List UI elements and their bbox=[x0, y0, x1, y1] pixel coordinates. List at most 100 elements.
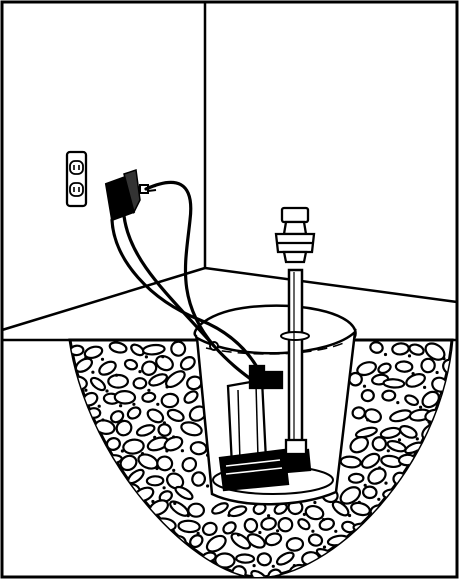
gravel-speck bbox=[397, 438, 402, 442]
gravel-speck bbox=[321, 518, 326, 522]
gravel-speck bbox=[153, 435, 157, 439]
gravel-stone bbox=[98, 360, 117, 376]
gravel-speck bbox=[313, 500, 317, 505]
gravel-speck bbox=[120, 449, 124, 453]
gravel-stone bbox=[189, 441, 208, 456]
gravel-speck bbox=[415, 437, 419, 441]
gravel-stone bbox=[246, 533, 266, 549]
gravel-speck bbox=[236, 533, 241, 537]
water-line bbox=[205, 341, 347, 355]
gravel-speck bbox=[161, 355, 165, 359]
sump-pump-icon bbox=[218, 364, 312, 492]
pump-shading bbox=[237, 389, 241, 463]
gravel-stone bbox=[354, 426, 378, 439]
valve-top-nut bbox=[280, 206, 310, 224]
gravel-speck bbox=[105, 389, 109, 393]
gravel-stone bbox=[123, 358, 139, 371]
gravel-speck bbox=[97, 404, 101, 408]
gravel-stone bbox=[260, 516, 277, 531]
gravel-speck bbox=[172, 435, 176, 439]
check-valve-icon bbox=[274, 206, 316, 264]
gravel-speck bbox=[151, 499, 155, 504]
gravel-stone bbox=[339, 486, 362, 505]
gravel-stone bbox=[201, 521, 218, 537]
gravel-stone bbox=[83, 345, 104, 360]
gravel-stone bbox=[369, 341, 384, 354]
gravel-speck bbox=[362, 384, 367, 388]
gravel-stone bbox=[275, 551, 295, 566]
gravel-speck bbox=[442, 357, 446, 361]
gravel-stone bbox=[449, 345, 452, 357]
cord-pump bbox=[110, 218, 264, 378]
gravel-stone bbox=[382, 378, 406, 389]
gravel-speck bbox=[383, 352, 388, 357]
gravel-stone bbox=[377, 362, 392, 375]
gravel-stone bbox=[146, 408, 165, 424]
gravel-speck bbox=[140, 452, 145, 456]
gravel-speck bbox=[258, 530, 262, 535]
valve-neck bbox=[282, 220, 308, 236]
gravel-stone bbox=[187, 502, 206, 518]
gravel-speck bbox=[407, 354, 412, 358]
gravel-speck bbox=[165, 449, 169, 453]
gravel-stone bbox=[318, 517, 335, 531]
gravel-stone bbox=[74, 357, 94, 373]
gravel-stone bbox=[230, 532, 252, 550]
gravel-speck bbox=[180, 449, 184, 453]
gravel-stone bbox=[189, 534, 204, 549]
gravel-speck bbox=[119, 404, 123, 408]
gravel-stone bbox=[381, 389, 397, 402]
gravel-stone bbox=[157, 423, 172, 437]
gravel-speck bbox=[334, 529, 338, 533]
gravel-speck bbox=[378, 466, 382, 470]
cord-float bbox=[122, 214, 254, 382]
gravel-stone bbox=[141, 343, 166, 356]
gravel-speck bbox=[91, 370, 95, 374]
gravel-stone bbox=[163, 435, 184, 452]
gravel-stone bbox=[148, 373, 168, 387]
gravel-stone bbox=[89, 376, 107, 392]
gravel-stone bbox=[264, 532, 283, 547]
gravel-speck bbox=[173, 501, 177, 505]
gravel-speck bbox=[206, 484, 210, 488]
gravel-stone bbox=[307, 533, 324, 547]
gravel-stone bbox=[391, 342, 410, 356]
gravel-speck bbox=[427, 420, 431, 424]
gravel-stone bbox=[183, 390, 199, 404]
gravel-stone bbox=[331, 500, 350, 517]
gravel-speck bbox=[114, 373, 119, 377]
gravel-speck bbox=[423, 385, 427, 389]
gravel-speck bbox=[271, 564, 275, 568]
gravel-stone bbox=[360, 388, 375, 403]
left-floor-edge bbox=[1, 266, 206, 332]
gravel-speck bbox=[377, 497, 381, 501]
gravel-stone bbox=[347, 472, 365, 484]
gravel-stone bbox=[158, 490, 173, 503]
gravel-speck bbox=[411, 372, 415, 376]
gravel-stone bbox=[304, 504, 325, 521]
gravel-stone bbox=[141, 360, 158, 376]
valve-bottom-nut bbox=[282, 250, 308, 264]
gravel-speck bbox=[357, 500, 361, 504]
gravel-stone bbox=[408, 343, 425, 356]
gravel-speck bbox=[84, 355, 88, 359]
outlet-socket-bottom bbox=[69, 182, 84, 197]
pipe-body bbox=[287, 268, 304, 457]
gravel-stone bbox=[214, 552, 236, 569]
gravel-speck bbox=[267, 514, 271, 518]
gravel-stone bbox=[145, 475, 165, 487]
gravel-stone bbox=[420, 357, 436, 374]
gravel-stone bbox=[222, 521, 237, 535]
gravel-speck bbox=[419, 405, 423, 409]
gravel-speck bbox=[363, 483, 367, 487]
gravel-stone bbox=[351, 406, 366, 420]
gravel-stone bbox=[367, 467, 387, 485]
gravel-speck bbox=[386, 449, 390, 453]
gravel-speck bbox=[302, 512, 306, 517]
gravel-stone bbox=[135, 424, 156, 437]
gravel-stone bbox=[205, 534, 227, 553]
base-vent bbox=[225, 459, 281, 467]
gravel-speck bbox=[311, 529, 315, 533]
